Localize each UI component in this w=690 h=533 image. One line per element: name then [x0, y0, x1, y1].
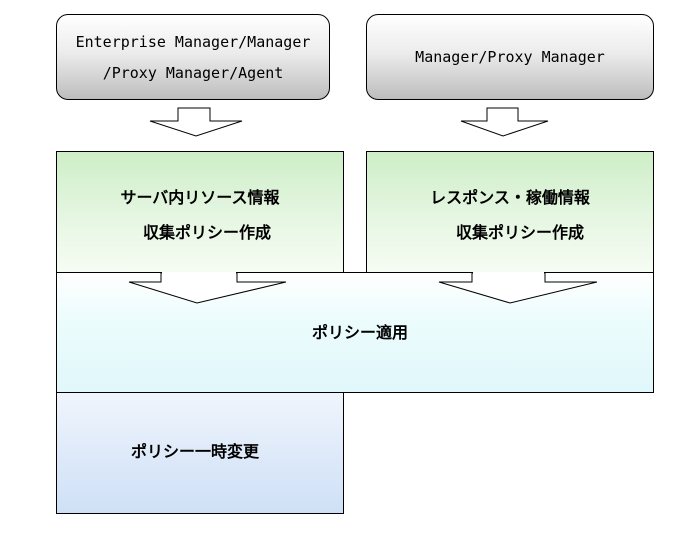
manager-proxy-box: Manager/Proxy Manager	[366, 14, 654, 100]
policy-temp-change-label: ポリシー一時変更	[130, 442, 259, 461]
policy-temp-change-box: ポリシー一時変更	[56, 392, 344, 514]
enterprise-manager-line1: Enterprise Manager/Manager	[75, 33, 311, 51]
server-resource-policy-box: サーバ内リソース情報 収集ポリシー作成	[56, 151, 344, 273]
policy-apply-box: ポリシー適用	[56, 272, 654, 393]
response-operation-line2: 収集ポリシー作成	[455, 223, 584, 242]
policy-apply-label: ポリシー適用	[311, 322, 408, 342]
server-resource-line2: 収集ポリシー作成	[142, 223, 271, 242]
arrow-down-top-left	[149, 107, 243, 137]
arrow-down-top-right	[460, 107, 549, 137]
response-operation-line1: レスポンス・稼働情報	[430, 188, 590, 207]
enterprise-manager-box: Enterprise Manager/Manager /Proxy Manage…	[56, 14, 330, 100]
enterprise-manager-line2: /Proxy Manager/Agent	[102, 64, 284, 82]
manager-proxy-label: Manager/Proxy Manager	[415, 47, 605, 66]
server-resource-line1: サーバ内リソース情報	[120, 188, 280, 207]
response-operation-policy-box: レスポンス・稼働情報 収集ポリシー作成	[366, 151, 654, 273]
